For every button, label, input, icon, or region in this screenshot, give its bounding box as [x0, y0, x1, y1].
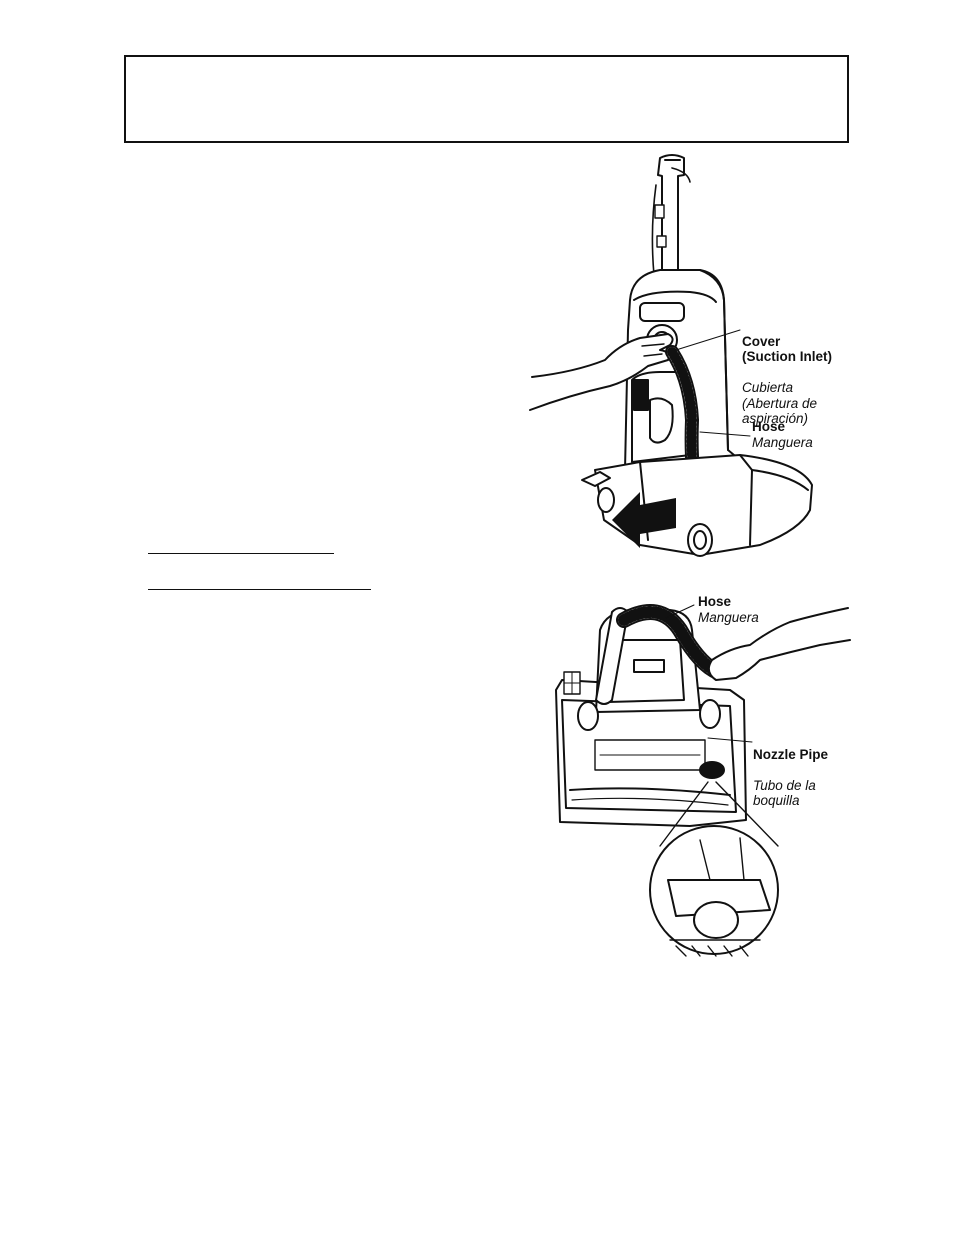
cover-callout: Cover (Suction Inlet) Cubierta (Abertura…	[742, 318, 832, 442]
blank-line-1	[148, 553, 334, 554]
blank-line-2	[148, 589, 371, 590]
hose-callout-2: Hose Manguera	[698, 594, 759, 625]
nozzle-pipe-callout: Nozzle Pipe Tubo de la boquilla	[753, 731, 828, 824]
nozzle-pipe-label-en: Nozzle Pipe	[753, 746, 829, 762]
hose-label-en-1: Hose	[752, 419, 786, 434]
hose-label-es-1: Manguera	[752, 434, 813, 450]
header-box	[124, 55, 849, 143]
hose-label-es-2: Manguera	[698, 609, 759, 625]
nozzle-pipe-label-es: Tubo de la boquilla	[753, 777, 816, 809]
hose-callout-1: Hose Manguera	[752, 419, 813, 450]
cover-label-en: Cover (Suction Inlet)	[742, 333, 832, 365]
hose-label-en-2: Hose	[698, 594, 732, 609]
cover-label-es: Cubierta (Abertura de aspiración)	[742, 380, 818, 426]
